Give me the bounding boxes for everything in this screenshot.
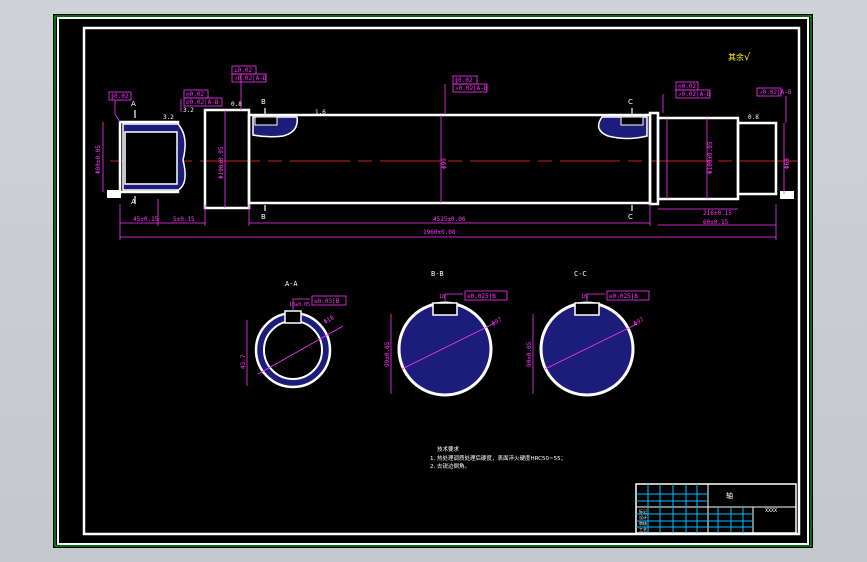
section-mark-c-top: C — [628, 98, 633, 106]
dimension-lines — [102, 74, 787, 240]
dim-sec-c-height: 90±0.05 — [526, 341, 533, 367]
tolerance-frames: ∥0.02 ◎0.02 ⌀0.02|A-B ⊥0.02 ↗0.02|A-B ∥0… — [108, 65, 792, 107]
section-mark-a-top: A — [131, 100, 136, 108]
notes-line-2: 2. 去锐边倒角。 — [430, 462, 470, 470]
section-bb: ≡0.025|B Φ97 90±0.05 16 — [384, 290, 508, 397]
dim-sec-c-diam: Φ97 — [633, 316, 646, 328]
outer-border — [57, 17, 809, 545]
section-mark-b-bottom: B — [261, 213, 266, 221]
tol-frame-9: ∥0.02 — [455, 77, 473, 84]
keyway-b — [254, 116, 278, 126]
roughness-4: 0.8 — [748, 114, 759, 121]
tol-frame-6: ↗0.02|A-B — [678, 91, 711, 98]
dim-sec-a-diam: Φ18 — [323, 314, 336, 326]
roughness-note: 其余 — [728, 52, 744, 62]
section-title-cc: C-C — [574, 270, 587, 278]
section-mark-c-bottom: C — [628, 213, 633, 221]
title-block-code: XXXX — [765, 508, 777, 514]
tol-sec-b: ≡0.025|B — [467, 293, 496, 300]
left-end-cap — [107, 190, 121, 198]
green-border — [54, 15, 812, 547]
title-block-name: 轴 — [726, 491, 733, 500]
dim-sec-b-diam: Φ97 — [491, 316, 504, 328]
dim-diam-bearing: Φ100±0.05 — [218, 146, 225, 179]
tol-frame-1: ∥0.02 — [111, 93, 129, 100]
roughness-2: 1.6 — [315, 109, 326, 116]
dimension-texts: 1960±0.08 4525±0.06 45±0.15 5±0.15 216±0… — [95, 141, 791, 236]
dim-middle: 4525±0.06 — [433, 216, 466, 223]
tol-frame-4: ↗0.02|A-B — [234, 75, 267, 82]
roughness-symbol: √ — [744, 52, 751, 63]
dim-sec-a-height: 43.7 — [240, 354, 247, 369]
title-block-row-4: 工艺 — [639, 527, 647, 532]
cad-drawing: 其余 √ A — [54, 15, 812, 547]
dim-diam-mid: Φ99 — [441, 158, 448, 169]
tol-frame-3: ⌀0.02|A-B — [186, 99, 219, 106]
title-block-row-3: 审核 — [639, 520, 647, 526]
dim-diam-left: Φ80±0.05 — [95, 145, 102, 174]
dim-overall: 1960±0.08 — [423, 229, 456, 236]
title-block-row-1: 标记 — [639, 508, 647, 514]
dim-sec-b-height: 90±0.05 — [384, 341, 391, 367]
tol-sec-a: ≡0.03|B — [314, 298, 340, 305]
dim-diam-right-bearing: Φ100±0.05 — [707, 141, 714, 174]
dim-sec-a-width: 10±0.05 — [289, 302, 310, 308]
dim-sec-b-width: 16 — [439, 294, 445, 300]
notes-line-1: 1. 热处理调质处理后硬度，表面淬火硬度HRC50~55； — [430, 454, 566, 462]
tol-frame-2: ◎0.02 — [186, 91, 204, 98]
tol-frame-10: ◎0.02 — [678, 83, 696, 90]
dim-left-2: 5±0.15 — [173, 216, 195, 223]
dim-right-1: 216±0.15 — [703, 210, 732, 217]
roughness-3: 0.8 — [231, 101, 242, 108]
section-title-aa: A-A — [285, 280, 298, 288]
roughness-1: 3.2 — [163, 114, 174, 121]
title-block-row-2: 设计 — [639, 514, 647, 520]
inner-border — [82, 26, 801, 536]
drawing-canvas[interactable]: 其余 √ A — [53, 14, 813, 548]
notes-title: 技术要求 — [437, 445, 460, 453]
dim-sec-c-width: 16 — [581, 294, 587, 300]
tol-frame-5: ↗0.02|A-B — [455, 85, 488, 92]
dim-diam-right: Φ60 — [784, 158, 791, 169]
tol-frame-8: ⊥0.02 — [234, 67, 252, 74]
tol-frame-7: ↗0.02|A-B — [759, 89, 792, 96]
section-mark-a-bottom: A — [131, 198, 136, 206]
technical-notes: 技术要求 1. 热处理调质处理后硬度，表面淬火硬度HRC50~55； 2. 去锐… — [430, 445, 566, 470]
section-mark-b-top: B — [261, 98, 266, 106]
roughness-5: 3.2 — [183, 107, 194, 114]
dim-right-2: 60±0.15 — [703, 219, 729, 226]
section-aa: ≡0.03|B Φ18 43.7 10±0.05 — [240, 295, 347, 389]
right-end-cap — [780, 191, 794, 199]
tol-sec-c: ≡0.025|B — [609, 293, 638, 300]
keyway-c — [620, 116, 644, 126]
section-title-bb: B-B — [431, 270, 444, 278]
roughness-marks: 3.2 1.6 0.8 0.8 3.2 — [163, 101, 759, 121]
dim-left-1: 45±0.15 — [133, 216, 159, 223]
section-cc: ≡0.025|B Φ97 90±0.05 16 — [526, 290, 650, 397]
title-block — [635, 483, 797, 534]
left-bore — [124, 131, 178, 185]
